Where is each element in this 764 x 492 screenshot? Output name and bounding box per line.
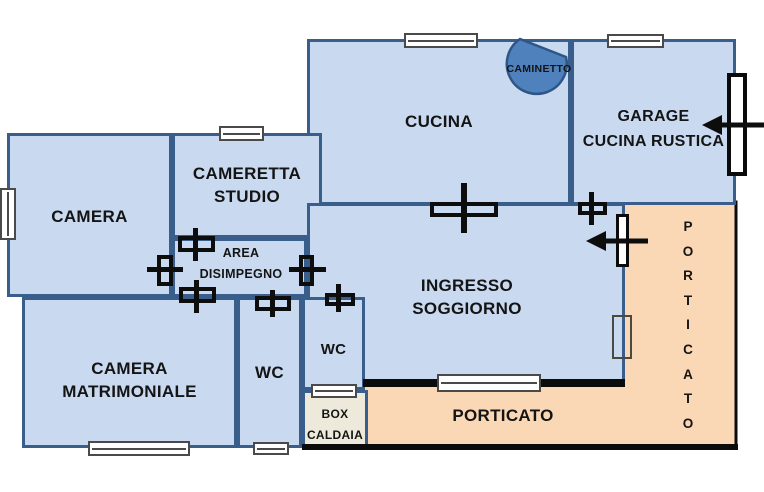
door-icon [589, 192, 594, 225]
wall-outer-south [302, 444, 738, 450]
room-camera [7, 133, 172, 297]
main-entry-arrow-icon [586, 231, 648, 251]
door-icon [336, 284, 341, 312]
window-icon [88, 441, 190, 456]
room-label-matrimoniale: CAMERA MATRIMONIALE [62, 359, 197, 401]
room-label-disimpegno: AREA DISIMPEGNO [199, 246, 283, 281]
room-label-cameretta: CAMERETTA STUDIO [192, 164, 302, 206]
window-icon [404, 33, 478, 48]
room-label-caminetto: CAMINETTO [506, 63, 572, 75]
door-icon [147, 267, 183, 272]
room-label-garage: GARAGE CUCINA RUSTICA [582, 108, 725, 150]
room-matrimoniale [22, 297, 237, 448]
room-label-porticato-bottom: PORTICATO [452, 406, 554, 425]
window-icon [311, 384, 357, 398]
room-label-wc2: WC [320, 341, 347, 358]
fireplace-icon [505, 37, 568, 96]
window-icon [437, 374, 541, 392]
window-icon [607, 34, 664, 48]
window-icon [612, 315, 632, 359]
window-icon [253, 442, 289, 455]
garage-entry-arrow-icon [702, 115, 764, 135]
door-icon [461, 183, 467, 233]
window-icon [219, 126, 264, 141]
room-label-camera: CAMERA [51, 207, 128, 226]
room-label-soggiorno: INGRESSO SOGGIORNO [412, 276, 522, 318]
room-label-cucina: CUCINA [405, 112, 473, 131]
door-icon [289, 267, 326, 272]
room-label-box-caldaia: BOX CALDAIA [306, 407, 364, 442]
door-icon [193, 228, 198, 261]
room-wc2 [302, 297, 365, 390]
window-icon [0, 188, 16, 240]
room-label-wc1: WC [255, 363, 284, 382]
door-icon [194, 280, 199, 313]
room-label-porticato-side: P O R T I C A T O [682, 219, 694, 431]
door-icon [270, 290, 275, 317]
room-wc1 [237, 297, 302, 448]
